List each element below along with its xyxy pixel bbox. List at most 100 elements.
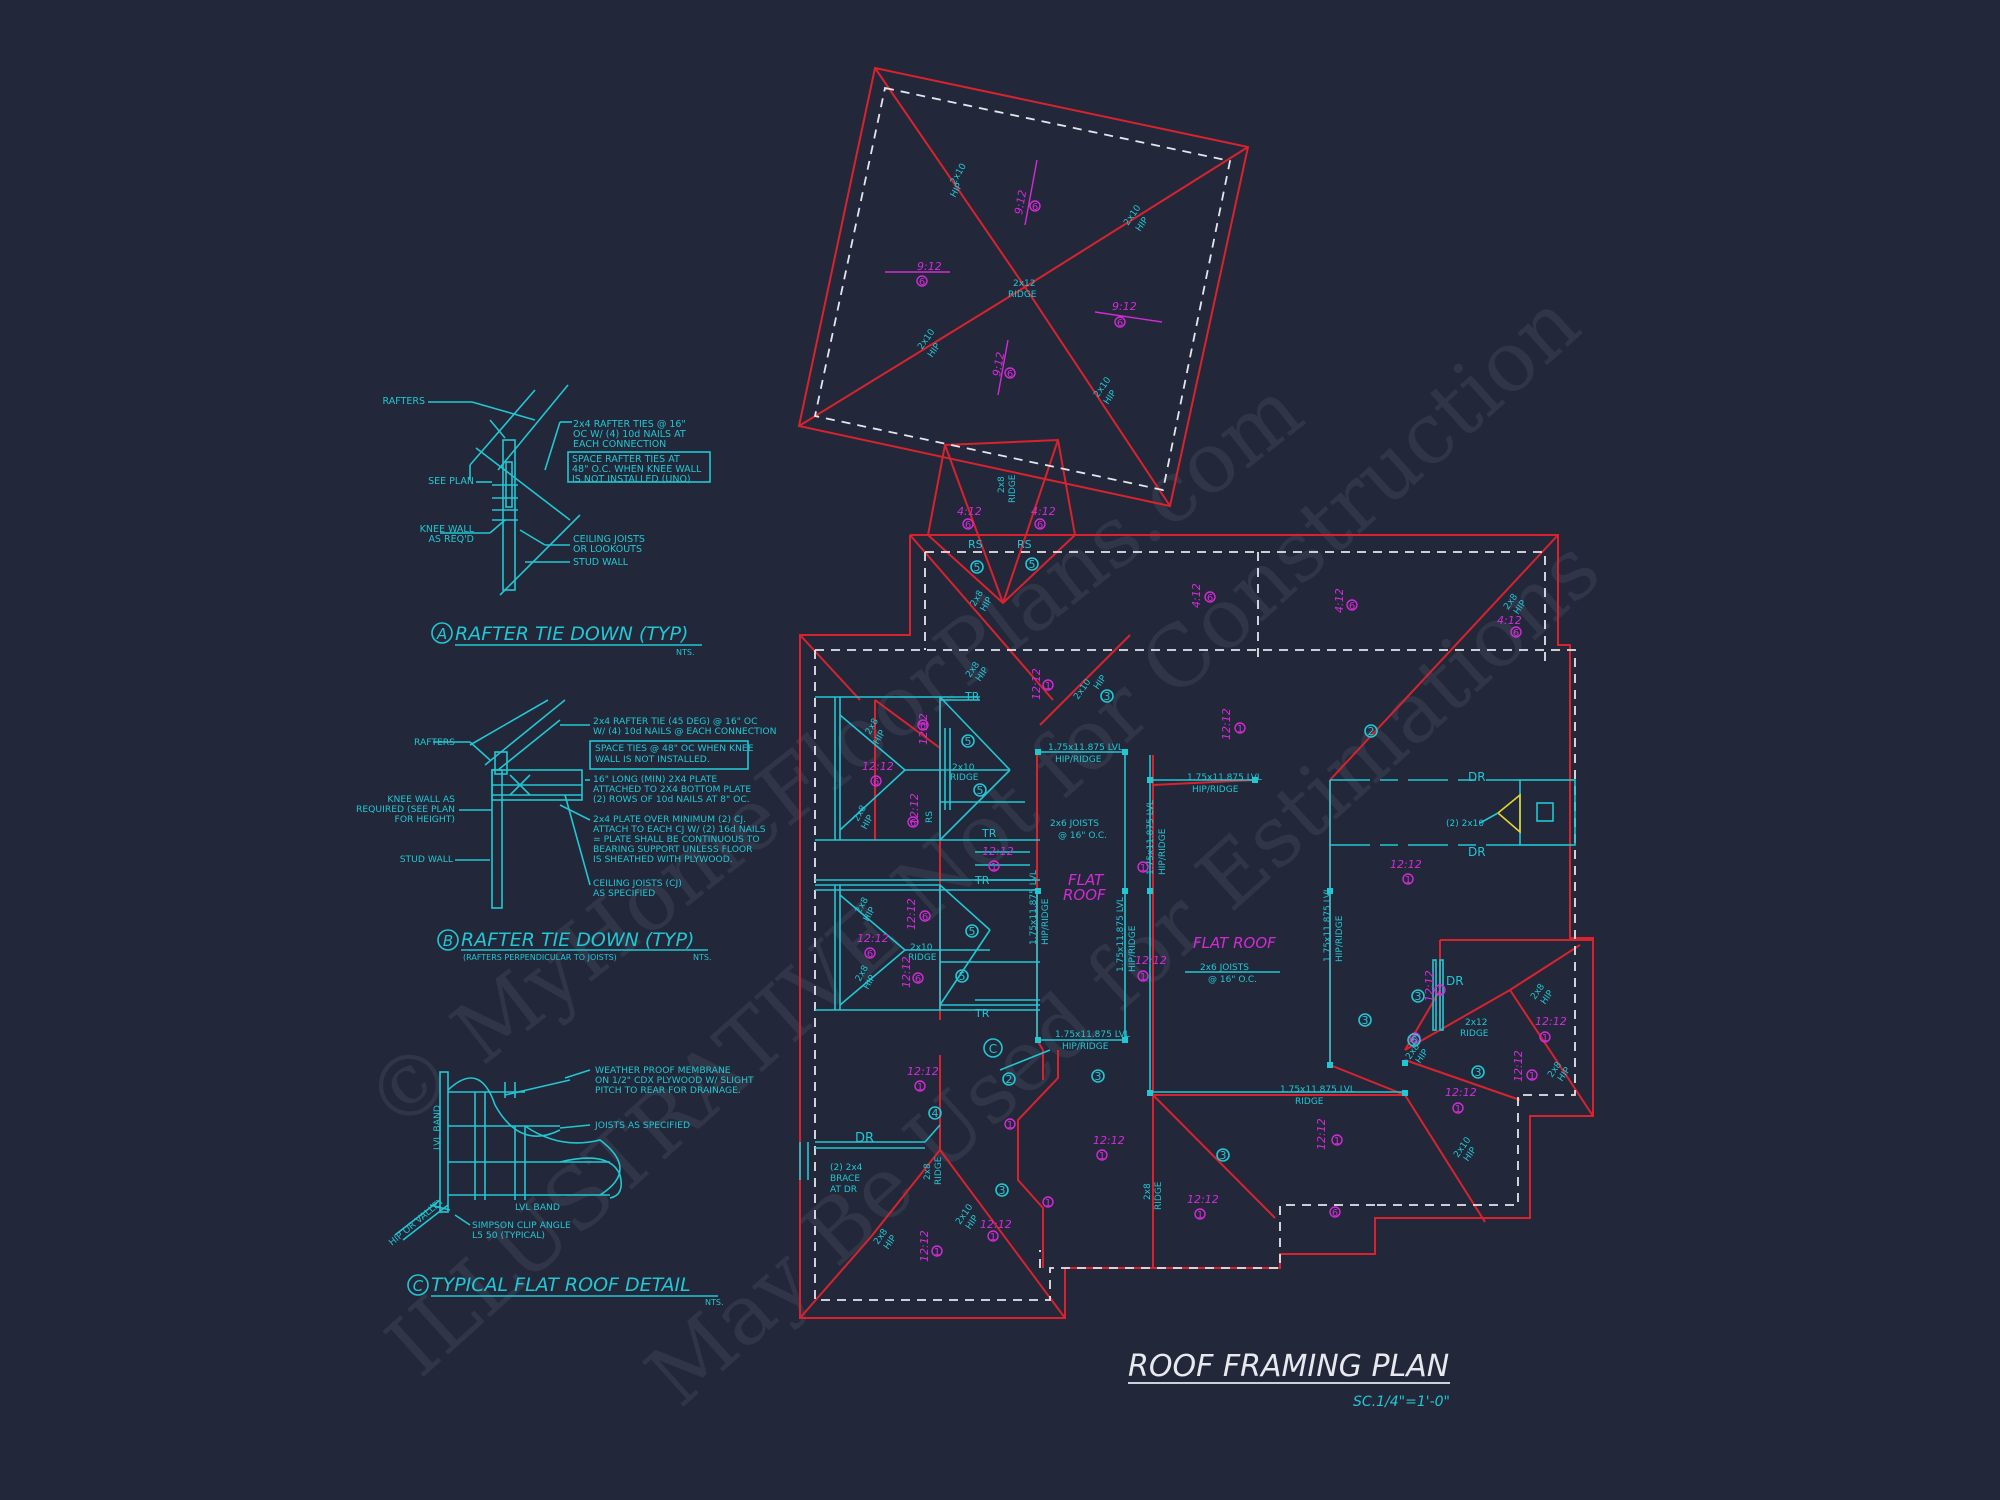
svg-text:(2) ROWS OF 10d NAILS AT 8" OC: (2) ROWS OF 10d NAILS AT 8" OC.: [593, 794, 750, 805]
svg-text:12:12: 12:12: [907, 1065, 939, 1078]
label-knee-wall-b: KNEE WALL AS: [387, 794, 455, 805]
svg-text:2x8: 2x8: [923, 1163, 933, 1180]
svg-text:5: 5: [977, 784, 984, 797]
svg-text:TR: TR: [981, 827, 997, 840]
svg-text:3: 3: [1095, 1070, 1102, 1083]
svg-text:6: 6: [1412, 1034, 1418, 1045]
svg-text:2x8: 2x8: [1143, 1183, 1153, 1200]
svg-text:TR: TR: [974, 874, 990, 887]
svg-text:ATTACHED TO 2X4 BOTTOM PLATE: ATTACHED TO 2X4 BOTTOM PLATE: [593, 784, 751, 795]
svg-text:12:12: 12:12: [857, 932, 889, 945]
svg-text:1: 1: [1140, 972, 1146, 983]
svg-text:IS SHEATHED WITH PLYWOOD.: IS SHEATHED WITH PLYWOOD.: [593, 854, 733, 865]
svg-text:12:12: 12:12: [980, 1218, 1012, 1231]
svg-text:1: 1: [1437, 986, 1443, 997]
svg-text:1: 1: [934, 1247, 940, 1258]
svg-text:1: 1: [1455, 1104, 1461, 1115]
pitch-right: 9:12: [1112, 300, 1137, 313]
plan-scale: SC.1/4"=1'-0": [1353, 1394, 1450, 1410]
svg-text:48" O.C. WHEN KNEE WALL: 48" O.C. WHEN KNEE WALL: [572, 464, 702, 475]
svg-text:1: 1: [1099, 1151, 1105, 1162]
svg-text:4:12: 4:12: [1031, 505, 1056, 518]
svg-text:1: 1: [1542, 1033, 1548, 1044]
circled-numbers: 6 6 6 6 6 6 6 6 6 1 1 6 6 6 1 1 6 6 6 1 …: [864, 200, 1551, 1258]
label-stud-wall-b: STUD WALL: [400, 854, 454, 865]
detail-b: RAFTERS KNEE WALL AS REQUIRED (SEE PLAN …: [356, 699, 777, 962]
svg-text:TR: TR: [964, 690, 980, 703]
svg-text:2x8: 2x8: [997, 476, 1007, 493]
pitch-left: 9:12: [917, 260, 942, 273]
svg-text:12:12: 12:12: [1030, 668, 1043, 700]
label-space-ties-b: SPACE TIES @ 48" OC WHEN KNEE: [595, 743, 754, 754]
detail-c-title: TYPICAL FLAT ROOF DETAIL: [431, 1274, 691, 1296]
svg-text:1.75x11.875 LVL: 1.75x11.875 LVL: [1029, 870, 1039, 945]
svg-text:6: 6: [922, 912, 928, 923]
svg-text:FOR HEIGHT): FOR HEIGHT): [395, 814, 455, 825]
svg-text:1: 1: [1140, 863, 1146, 874]
svg-text:RIDGE: RIDGE: [908, 953, 937, 963]
label-lvl-band-h: LVL BAND: [515, 1202, 560, 1213]
svg-text:12:12: 12:12: [905, 898, 918, 930]
label-hip-valley: HIP OR VALLEY: [387, 1196, 447, 1249]
detail-b-title: RAFTER TIE DOWN (TYP): [461, 929, 694, 951]
label-rafters: RAFTERS: [383, 396, 425, 407]
svg-text:6: 6: [1007, 369, 1013, 380]
svg-text:1.75x11.875 LVL: 1.75x11.875 LVL: [1323, 887, 1333, 962]
svg-text:6: 6: [1513, 628, 1519, 639]
svg-text:1: 1: [1197, 1210, 1203, 1221]
label-rafter-tie-b: 2x4 RAFTER TIE (45 DEG) @ 16" OC: [593, 716, 758, 727]
svg-text:1: 1: [990, 1232, 996, 1243]
svg-text:REQUIRED (SEE PLAN: REQUIRED (SEE PLAN: [356, 804, 455, 815]
svg-text:3: 3: [1362, 1014, 1369, 1027]
flat-roof-1b: ROOF: [1063, 886, 1106, 904]
svg-text:BRACE: BRACE: [830, 1174, 860, 1184]
label-simpson: SIMPSON CLIP ANGLE: [472, 1220, 571, 1231]
svg-text:12:12: 12:12: [1512, 1050, 1525, 1082]
svg-text:6: 6: [920, 721, 926, 732]
svg-text:NTS.: NTS.: [705, 1298, 724, 1307]
double-2x10: (2) 2x10: [1446, 819, 1484, 829]
joists-label-2: 2x6 JOISTS: [1200, 963, 1249, 973]
detail-c-marker: C: [413, 1277, 424, 1295]
svg-text:2x12: 2x12: [1465, 1018, 1488, 1028]
label-see-plan: SEE PLAN: [428, 476, 474, 487]
ridge-label-top: 2x12: [1013, 279, 1036, 289]
circled-numbers-cyan: 5 5 3 2 5 5 5 5 3 3 3 2 3 4 3 3 6: [928, 557, 1485, 1197]
svg-text:2: 2: [1368, 725, 1375, 738]
svg-text:4:12: 4:12: [1333, 588, 1346, 613]
label-rafters-b: RAFTERS: [414, 737, 455, 748]
framing-cyan: [799, 696, 1576, 1180]
svg-text:1.75x11.875 LVL: 1.75x11.875 LVL: [1116, 897, 1126, 972]
svg-text:RIDGE: RIDGE: [950, 773, 979, 783]
svg-text:4:12: 4:12: [1190, 583, 1203, 608]
flat-roof-2: FLAT ROOF: [1193, 934, 1276, 952]
svg-text:12:12: 12:12: [1535, 1015, 1567, 1028]
svg-text:1.75x11.875 LVL: 1.75x11.875 LVL: [1146, 800, 1156, 875]
svg-text:HIP/RIDGE: HIP/RIDGE: [1062, 1042, 1109, 1052]
roof-outline: [797, 66, 1594, 1319]
joists-label-1: 2x6 JOISTS: [1050, 819, 1099, 829]
overhang-dashed-lines: [813, 86, 1576, 1301]
svg-text:RS: RS: [968, 538, 983, 551]
svg-text:6: 6: [915, 974, 921, 985]
label-joists-c: JOISTS AS SPECIFIED: [594, 1120, 690, 1131]
svg-text:3: 3: [1415, 990, 1422, 1003]
dr-label-3: DR: [1446, 974, 1464, 988]
lvl-label-4: 1.75x11.875 LVL: [1280, 1085, 1355, 1095]
svg-text:@ 16" O.C.: @ 16" O.C.: [1208, 975, 1257, 985]
rafter-line: [499, 514, 581, 596]
svg-text:RS: RS: [1017, 538, 1032, 551]
svg-text:OC W/ (4) 10d NAILS AT: OC W/ (4) 10d NAILS AT: [573, 429, 686, 440]
flat-roof-1a: FLAT: [1068, 871, 1105, 889]
svg-text:12:12: 12:12: [1390, 858, 1422, 871]
svg-text:2x10: 2x10: [949, 162, 969, 187]
svg-text:3: 3: [1104, 690, 1111, 703]
detail-a-title: RAFTER TIE DOWN (TYP): [455, 623, 688, 645]
lvl-label-1: 1.75x11.875 LVL: [1048, 743, 1123, 753]
svg-text:HIP/RIDGE: HIP/RIDGE: [1158, 828, 1168, 875]
svg-text:RIDGE: RIDGE: [1295, 1097, 1324, 1107]
svg-text:NTS.: NTS.: [693, 953, 712, 962]
label-space-ties: SPACE RAFTER TIES AT: [572, 454, 680, 465]
svg-text:HIP/RIDGE: HIP/RIDGE: [1335, 915, 1345, 962]
